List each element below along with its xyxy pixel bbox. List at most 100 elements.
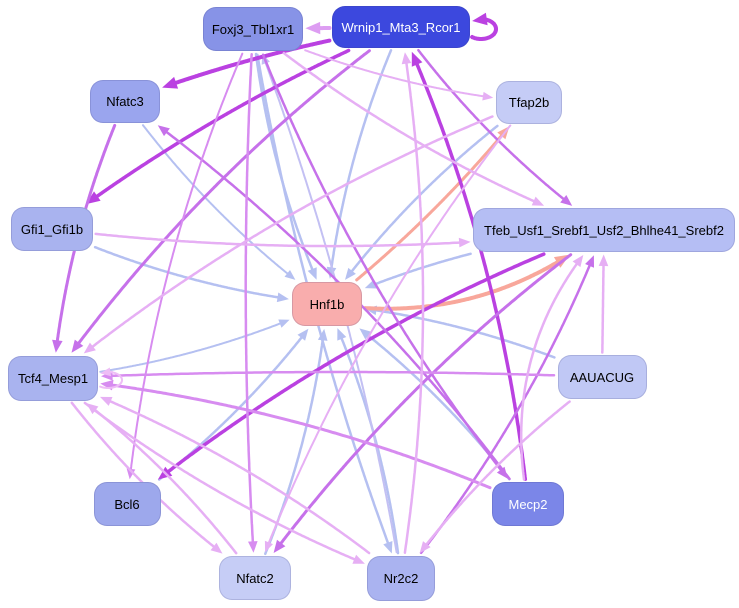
arrowhead-icon [496,466,508,479]
arrowhead-icon [273,539,286,553]
edge-gfi1-hnf1b [93,245,280,299]
arrowhead-icon [345,267,356,280]
edge-aauacug-tfeb [601,263,605,354]
arrowhead-icon [71,339,84,353]
edge-foxj3-hnf1b [254,52,314,272]
arrowhead-icon [411,51,423,67]
node-nfatc2: Nfatc2 [219,556,291,600]
arrowhead-icon [83,342,96,354]
arrowhead-icon [326,266,337,279]
edge-nfatc2-tcf4 [93,408,238,555]
node-nfatc3: Nfatc3 [90,79,160,123]
node-label: Nfatc3 [106,93,144,109]
edge-tfeb-nfatc2 [279,253,573,545]
edge-bcl6-hnf1b [157,335,304,481]
arrowhead-icon [598,254,609,267]
node-tfap2b: Tfap2b [496,80,562,124]
edge-gfi1-tfeb [94,232,461,248]
edge-tfap2b-nfatc2 [267,124,512,545]
edge-hnf1b-tfeb [363,259,561,311]
edge-tfap2b-tcf4 [91,115,494,348]
node-bcl6: Bcl6 [93,482,161,526]
edge-tfap2b-hnf1b [350,124,499,273]
arrowhead-icon [278,319,290,328]
edge-foxj3-mecp2 [261,53,502,471]
arrowhead-icon [100,396,113,406]
arrowhead-icon [359,328,372,340]
node-aauacug: AAUACUG [557,355,647,399]
arrowhead-icon [419,541,431,554]
edge-nr2c2-wrnip1 [403,62,425,554]
edge-wrnip1-tfeb [417,48,566,201]
node-label: Wrnip1_Mta3_Rcor1 [341,19,461,35]
edge-mecp2-tcf4 [111,383,492,490]
edge-selfloop-wrnip1 [470,17,498,41]
arrowhead-icon [458,237,471,248]
edge-nr2c2-tfeb [419,263,592,555]
arrowhead-icon [352,554,365,564]
node-label: AAUACUG [569,369,635,385]
edge-foxj3-tfeb [282,51,537,203]
arrowhead-icon [383,541,393,554]
edge-nr2c2-tcf4 [108,399,371,555]
arrowhead-icon [297,328,309,341]
edge-tcf4-nfatc2 [70,401,216,549]
arrowhead-icon [572,255,584,268]
arrowhead-icon [264,540,273,553]
node-label: Hnf1b [309,296,345,312]
node-mecp2: Mecp2 [492,482,564,526]
edge-aauacug-hnf1b [374,308,556,359]
node-foxj3: Foxj3_Tbl1xr1 [203,7,303,51]
arrowhead-icon [86,191,101,205]
node-wrnip1: Wrnip1_Mta3_Rcor1 [332,6,470,48]
edge-tcf4-hnf1b [99,322,282,373]
node-label: Gfi1_Gfi1b [20,221,84,237]
arrowhead-icon [585,255,594,268]
node-label: Foxj3_Tbl1xr1 [211,21,295,37]
edge-nfatc3-hnf1b [142,124,289,275]
edge-selfloop-tcf4 [99,371,123,389]
arrowhead-icon [307,267,317,280]
arrowhead-icon [337,328,347,341]
node-label: Nfatc2 [236,570,274,586]
node-label: Nr2c2 [383,570,419,586]
arrowhead-icon [100,367,112,377]
edge-foxj3-nfatc2 [244,52,255,543]
edge-wrnip1-tcf4 [77,49,371,345]
arrowhead-icon [472,12,488,26]
edge-tcf4-nr2c2 [83,401,357,561]
edge-foxj3-tfap2b [304,49,485,98]
arrowhead-icon [157,125,170,137]
edge-mecp2-tfeb [519,261,579,481]
edge-mecp2-wrnip1 [414,61,528,481]
node-tcf4: Tcf4_Mesp1 [8,355,98,401]
arrowhead-icon [276,292,289,303]
arrowhead-icon [210,542,223,554]
node-nr2c2: Nr2c2 [367,555,435,601]
edge-wrnip1-gfi1 [93,48,351,199]
arrowhead-icon [317,328,328,341]
node-label: Tfeb_Usf1_Srebf1_Usf2_Bhlhe41_Srebf2 [484,222,724,238]
node-label: Tfap2b [508,94,550,110]
arrowhead-icon [560,195,573,206]
edge-hnf1b-tfap2b [355,133,505,282]
edge-foxj3-bcl6 [129,52,244,470]
arrowhead-icon [305,21,321,35]
arrowhead-icon [531,196,545,206]
edge-wrnip1-hnf1b [330,49,393,270]
node-label: Bcl6 [114,496,140,512]
node-hnf1b: Hnf1b [292,282,362,326]
arrowhead-icon [482,91,494,101]
edge-tfeb-bcl6 [167,252,546,473]
arrowhead-icon [401,52,412,65]
node-label: Mecp2 [508,496,548,512]
arrowhead-icon [52,339,63,353]
node-tfeb: Tfeb_Usf1_Srebf1_Usf2_Bhlhe41_Srebf2 [473,208,735,252]
arrowhead-icon [162,76,179,89]
node-label: Tcf4_Mesp1 [17,370,89,386]
arrowhead-icon [86,403,99,415]
arrowhead-icon [126,468,136,480]
